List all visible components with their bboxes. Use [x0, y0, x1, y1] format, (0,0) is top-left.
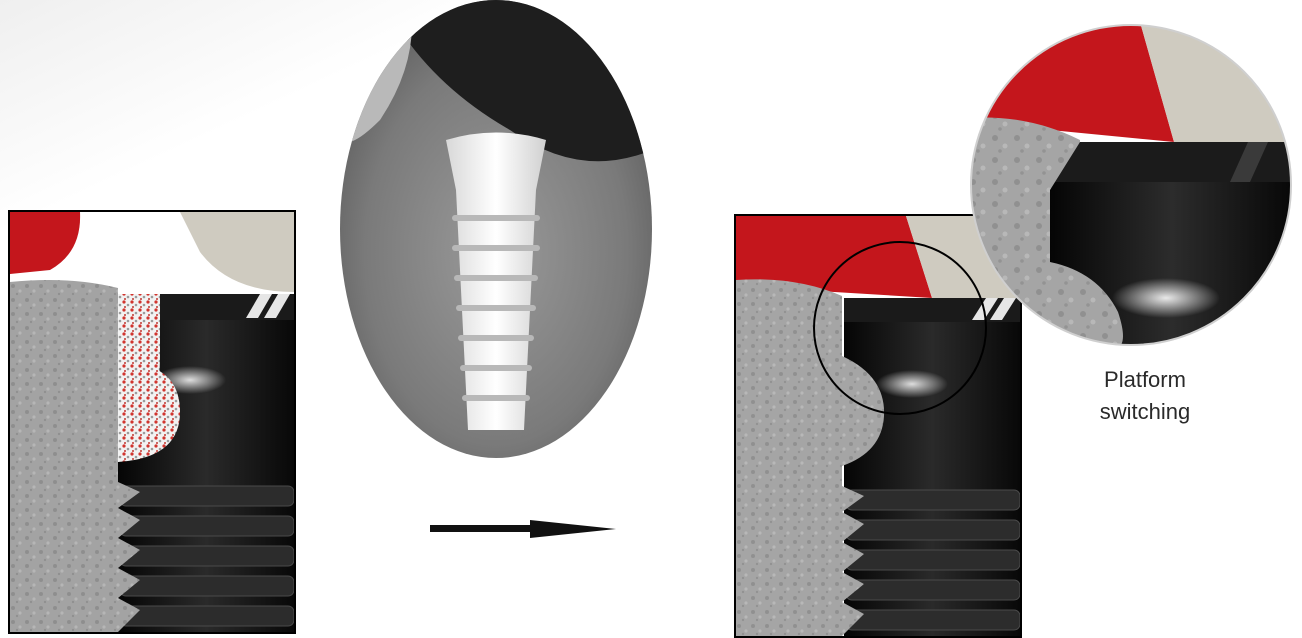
implant-cross-section-left	[10, 212, 294, 632]
label-line-2: switching	[1060, 396, 1230, 428]
platform-switching-magnified	[968, 22, 1294, 348]
radiograph-of-implant	[340, 0, 652, 458]
arrow-right-icon	[430, 514, 616, 544]
implant-bone-interface-before	[8, 210, 296, 634]
label-line-1: Platform	[1060, 364, 1230, 396]
platform-switching-label: Platform switching	[1060, 364, 1230, 428]
